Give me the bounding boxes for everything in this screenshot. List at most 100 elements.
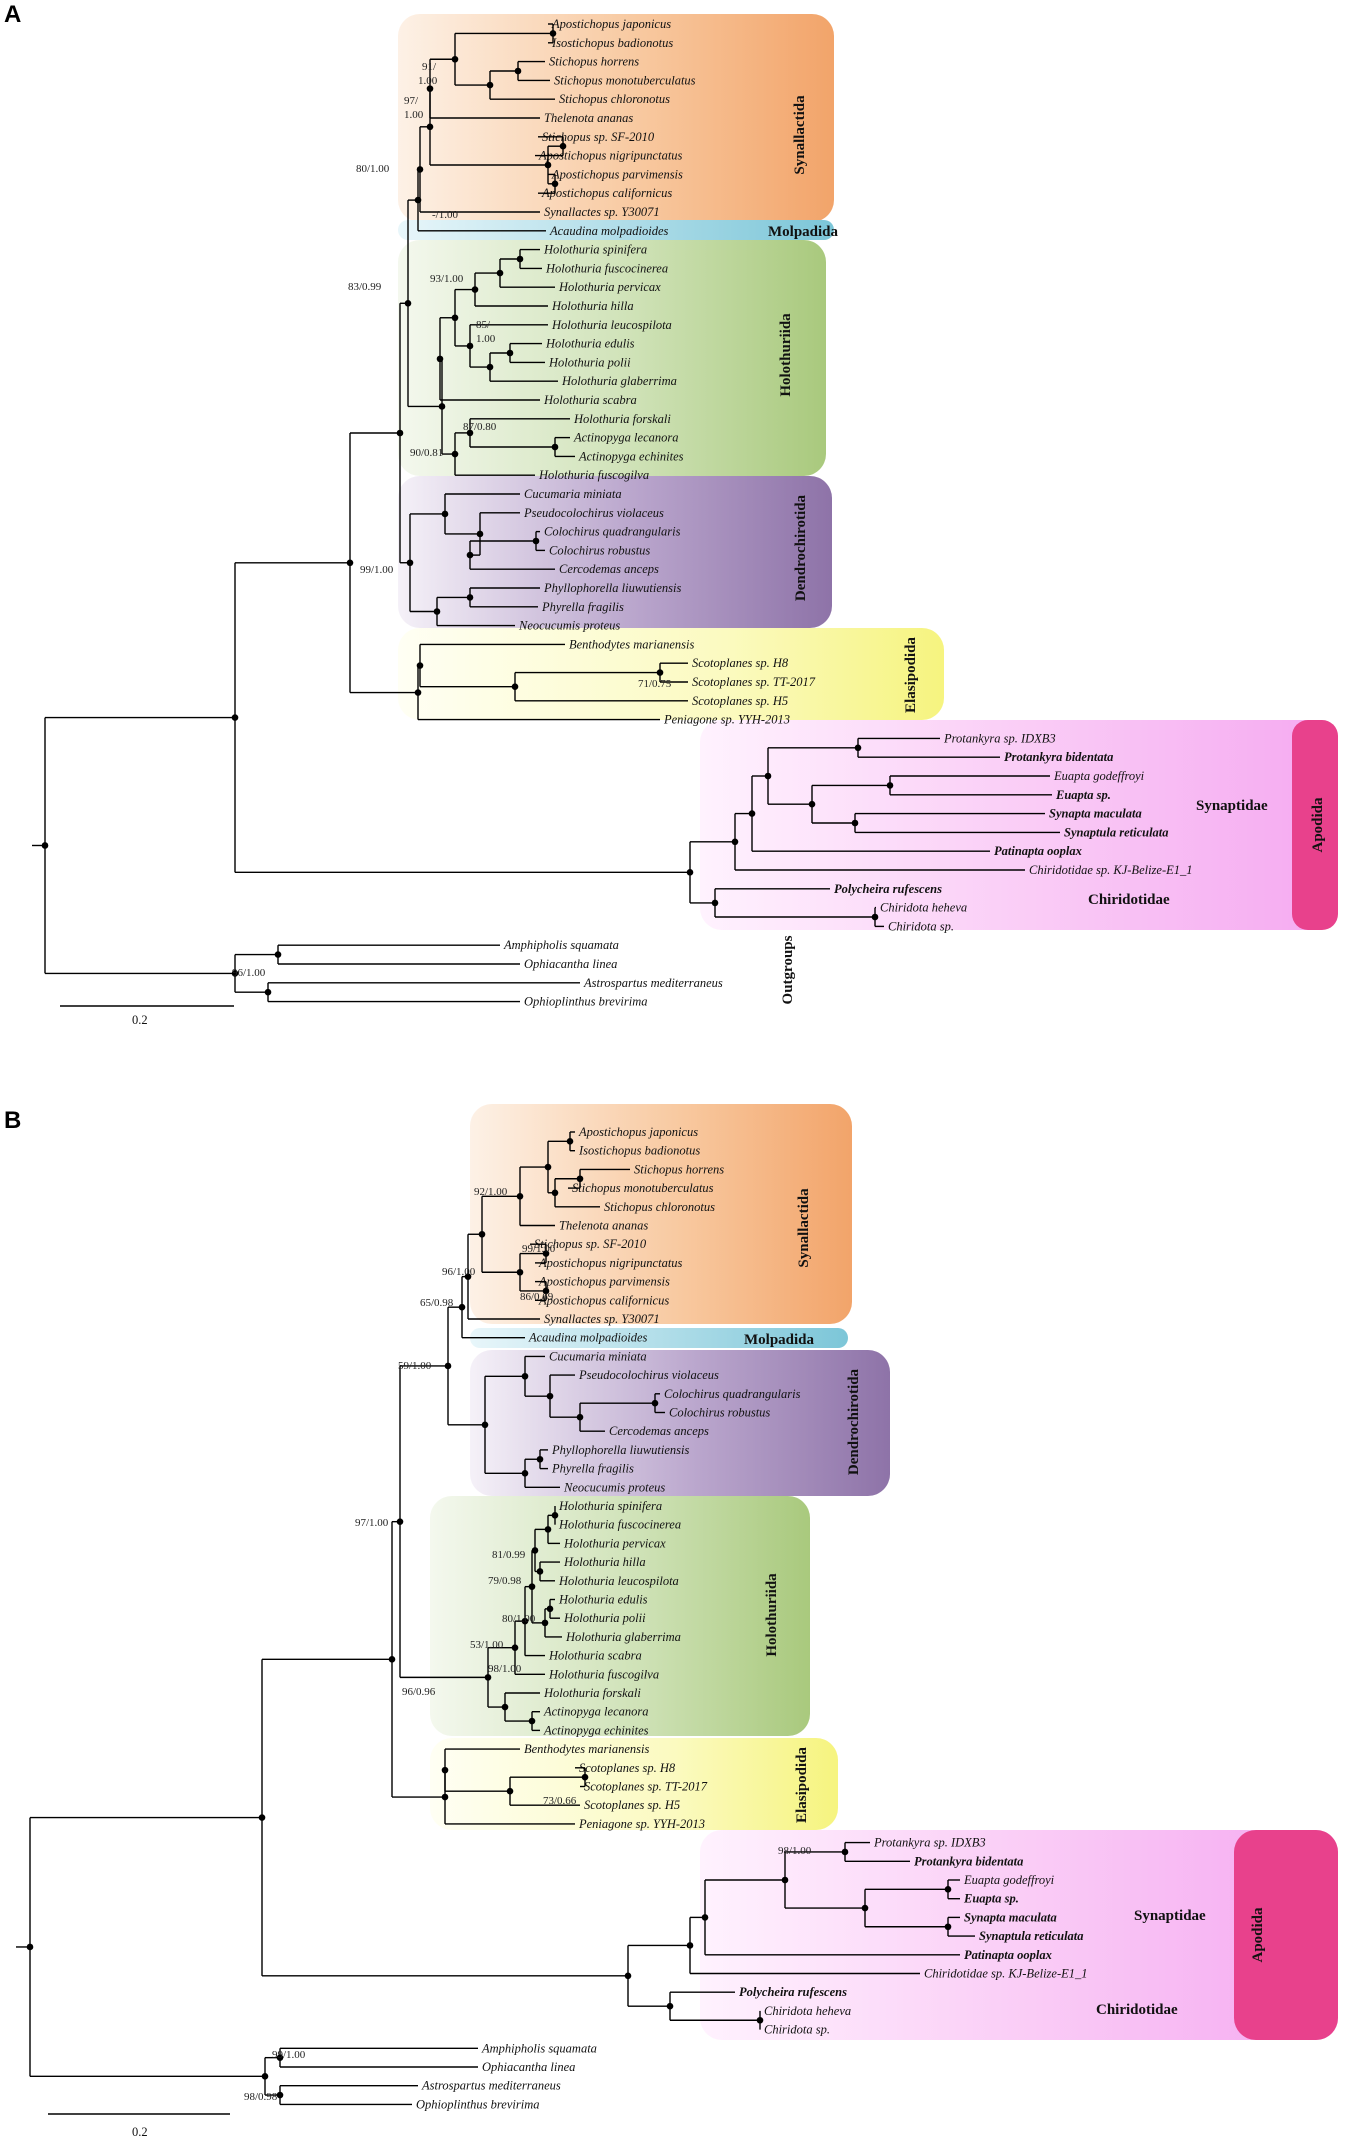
taxon-label: Scotoplanes sp. H5 <box>692 694 788 708</box>
support-value: 93/1.00 <box>430 273 464 285</box>
taxon-label: Euapta godeffroyi <box>963 1873 1055 1887</box>
support-value: 59/1.00 <box>398 1360 432 1372</box>
support-value: 97/1.00 <box>355 1517 389 1529</box>
taxon-label: Actinopyga lecanora <box>543 1705 649 1719</box>
taxon-label: Holothuria polii <box>563 1611 646 1625</box>
taxon-label: Holothuria fuscocinerea <box>545 261 668 275</box>
taxon-label: Isostichopus badionotus <box>551 36 673 50</box>
taxon-label: Stichopus monotuberculatus <box>572 1181 714 1195</box>
support-value: 80/1.00 <box>356 163 390 175</box>
taxon-label: Cercodemas anceps <box>559 562 659 576</box>
taxon-label: Holothuria pervicax <box>558 280 661 294</box>
clade-label-synallactida: Synallactida <box>796 1188 812 1268</box>
clade-label-apodida: Apodida <box>1250 1907 1266 1963</box>
clade-label-chiridotidae: Chiridotidae <box>1088 892 1170 908</box>
support-value: 99/1.00 <box>272 2049 306 2061</box>
taxon-label: Holothuria spinifera <box>558 1499 662 1513</box>
support-value: 73/0.66 <box>543 1795 577 1807</box>
clade-box-molpadida <box>470 1328 848 1348</box>
taxon-label: Ophioplinthus brevirima <box>524 995 648 1009</box>
support-value: 96/1.00 <box>232 967 266 979</box>
scale-label: 0.2 <box>132 2125 148 2139</box>
clade-label-dendrochirotida: Dendrochirotida <box>846 1368 862 1475</box>
support-value: 1.00 <box>404 109 424 121</box>
apodida-band <box>1292 720 1338 930</box>
taxon-label: Patinapta ooplax <box>964 1948 1052 1962</box>
taxon-label: Holothuria spinifera <box>543 243 647 257</box>
taxon-label: Cucumaria miniata <box>549 1349 647 1363</box>
support-value: 96/0.96 <box>402 1686 436 1698</box>
taxon-label: Euapta sp. <box>963 1892 1019 1906</box>
clade-box-elasipodida <box>398 628 944 720</box>
clade-label-molpadida: Molpadida <box>744 1332 815 1348</box>
clade-label-holothuriida: Holothuriida <box>778 313 794 397</box>
taxon-label: Stichopus horrens <box>549 55 639 69</box>
taxon-label: Apostichopus japonicus <box>578 1125 698 1139</box>
taxon-label: Scotoplanes sp. H8 <box>579 1761 676 1775</box>
taxon-label: Amphipholis squamata <box>503 938 619 952</box>
taxon-label: Holothuria edulis <box>545 337 635 351</box>
taxon-label: Holothuria polii <box>548 355 631 369</box>
taxon-label: Pseudocolochirus violaceus <box>578 1368 719 1382</box>
clade-label-holothuriida: Holothuriida <box>764 1573 780 1657</box>
taxon-label: Benthodytes marianensis <box>569 637 694 651</box>
taxon-label: Thelenota ananas <box>544 111 633 125</box>
taxon-label: Stichopus chloronotus <box>604 1200 715 1214</box>
support-value: 90/0.81 <box>410 447 443 459</box>
support-value: 1.00 <box>418 75 438 87</box>
taxon-label: Protankyra sp. IDXB3 <box>943 731 1056 745</box>
support-value: 99/1.00 <box>522 1243 556 1255</box>
taxon-label: Astrospartus mediterraneus <box>583 976 723 990</box>
support-value: 80/1.00 <box>502 1613 536 1625</box>
support-value: 92/1.00 <box>474 1186 508 1198</box>
taxon-label: Euapta godeffroyi <box>1053 769 1145 783</box>
taxon-label: Ophioplinthus brevirima <box>416 2097 540 2111</box>
taxon-label: Holothuria fuscogilva <box>548 1667 659 1681</box>
panel-label: A <box>4 1 21 28</box>
taxon-label: Holothuria scabra <box>548 1649 642 1663</box>
taxon-label: Synallactes sp. Y30071 <box>544 1312 660 1326</box>
taxon-label: Apostichopus nigripunctatus <box>538 149 683 163</box>
taxon-label: Stichopus sp. SF-2010 <box>542 130 655 144</box>
clade-box-synallactida <box>470 1104 852 1324</box>
taxon-label: Actinopyga echinites <box>578 449 684 463</box>
support-value: 87/0.80 <box>463 421 497 433</box>
taxon-label: Astrospartus mediterraneus <box>421 2079 561 2093</box>
taxon-label: Scotoplanes sp. H8 <box>692 656 789 670</box>
taxon-label: Holothuria leucospilota <box>551 318 672 332</box>
taxon-label: Apostichopus parvimensis <box>538 1275 670 1289</box>
taxon-label: Apostichopus californicus <box>538 1293 669 1307</box>
support-value: 85/ <box>476 319 491 331</box>
taxon-label: Synapta maculata <box>1049 807 1142 821</box>
taxon-label: Protankyra bidentata <box>914 1854 1023 1868</box>
support-value: 65/0.98 <box>420 1297 454 1309</box>
taxon-label: Scotoplanes sp. H5 <box>584 1798 680 1812</box>
clade-label-chiridotidae: Chiridotidae <box>1096 2002 1178 2018</box>
taxon-label: Chiridotidae sp. KJ-Belize-E1_1 <box>1029 863 1193 877</box>
taxon-label: Colochirus robustus <box>669 1406 770 1420</box>
clade-box-apodida <box>700 1830 1338 2040</box>
clade-label-synallactida: Synallactida <box>792 95 808 175</box>
taxon-label: Pseudocolochirus violaceus <box>523 506 664 520</box>
clade-label-apodida: Apodida <box>1310 797 1326 853</box>
taxon-label: Protankyra bidentata <box>1004 750 1113 764</box>
taxon-label: Thelenota ananas <box>559 1219 648 1233</box>
taxon-label: Actinopyga lecanora <box>573 431 679 445</box>
support-value: 71/0.75 <box>638 678 672 690</box>
taxon-label: Acaudina molpadioides <box>528 1331 648 1345</box>
taxon-label: Polycheira rufescens <box>739 1985 847 1999</box>
apodida-band <box>1234 1830 1338 2040</box>
clade-box-apodida <box>700 720 1338 930</box>
taxon-label: Holothuria leucospilota <box>558 1574 679 1588</box>
clade-label-outgroups: Outgroups <box>780 935 796 1004</box>
clade-box-elasipodida <box>430 1738 838 1830</box>
taxon-label: Colochirus robustus <box>549 543 650 557</box>
taxon-label: Stichopus chloronotus <box>559 92 670 106</box>
taxon-label: Synaptula reticulata <box>1064 825 1169 839</box>
taxon-label: Holothuria fuscogilva <box>538 468 649 482</box>
clade-label-dendrochirotida: Dendrochirotida <box>793 494 809 601</box>
clade-box-synallactida <box>398 14 834 222</box>
